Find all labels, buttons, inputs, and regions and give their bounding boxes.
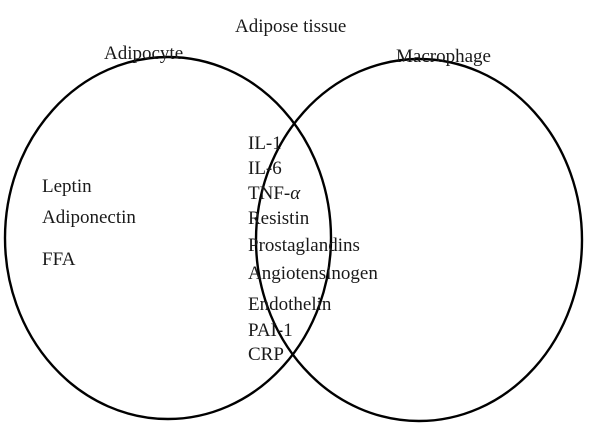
shared-item: Endothelin	[248, 294, 332, 315]
adipocyte-item: Leptin	[42, 176, 92, 197]
shared-item: TNF-α	[248, 183, 301, 204]
shared-item: IL-6	[248, 158, 282, 179]
shared-item: Prostaglandins	[248, 235, 360, 256]
macrophage-label: Macrophage	[396, 46, 491, 67]
adipocyte-circle	[3, 55, 333, 421]
adipocyte-label: Adipocyte	[104, 43, 184, 64]
diagram-title: Adipose tissue	[235, 16, 347, 37]
adipocyte-item: FFA	[42, 249, 76, 270]
shared-item: PAI-1	[248, 320, 293, 341]
shared-item: CRP	[248, 344, 284, 365]
macrophage-circle	[254, 57, 584, 423]
shared-item: Resistin	[248, 208, 310, 229]
shared-item: Angiotensinogen	[248, 263, 378, 284]
shared-item: IL-1	[248, 133, 282, 154]
adipocyte-item: Adiponectin	[42, 207, 136, 228]
